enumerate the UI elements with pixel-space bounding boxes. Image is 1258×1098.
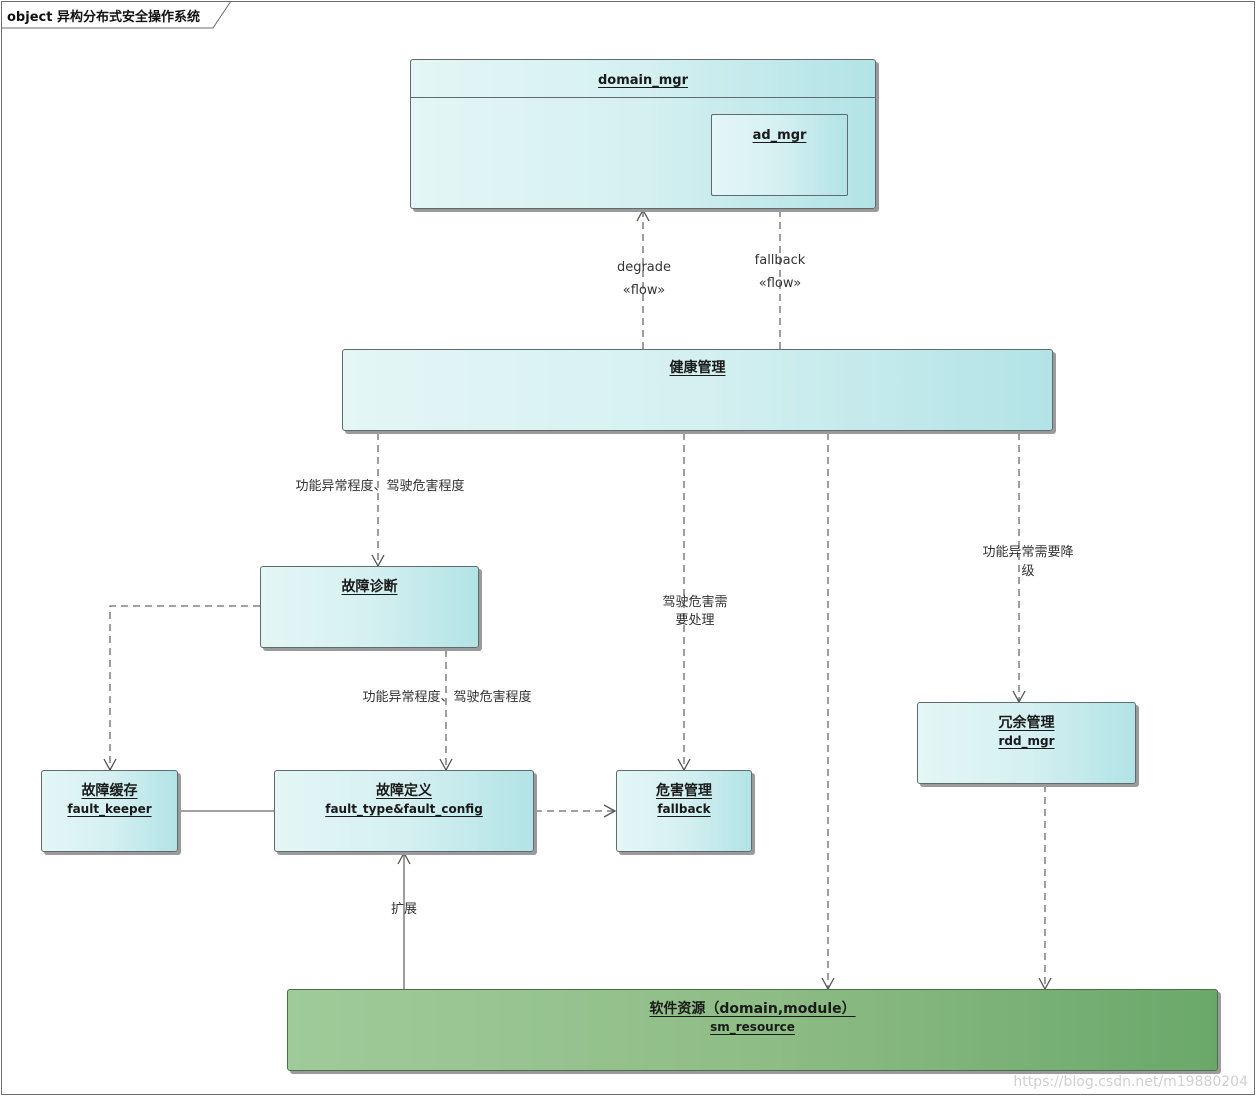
node-fault-definition[interactable]: 故障定义 fault_type&fault_config	[274, 770, 534, 852]
domain-mgr-title: domain_mgr	[597, 73, 689, 88]
node-hazard-management[interactable]: 危害管理 fallback	[616, 770, 752, 852]
edge-label-fallback: fallback	[754, 253, 806, 268]
health-management-title: 健康管理	[669, 360, 726, 376]
hazard-management-subtitle: fallback	[657, 802, 711, 816]
edge-label-degrade: degrade	[616, 260, 672, 275]
ad-mgr-title: ad_mgr	[752, 128, 807, 143]
node-software-resource[interactable]: 软件资源（domain,module） sm_resource	[287, 989, 1218, 1071]
edge-label-health-diagnosis: 功能异常程度、驾驶危害程度	[295, 479, 465, 494]
node-fault-keeper[interactable]: 故障缓存 fault_keeper	[41, 770, 178, 852]
watermark: https://blog.csdn.net/m19880204	[1013, 1074, 1248, 1090]
edge-label-health-redundancy-line2: 级	[1021, 564, 1035, 579]
edge-label-health-hazard-line2: 要处理	[675, 613, 715, 628]
node-domain-mgr[interactable]: domain_mgr ad_mgr	[410, 59, 876, 209]
fault-definition-title: 故障定义	[376, 783, 432, 799]
frame-title: object 异构分布式安全操作系统	[7, 10, 200, 25]
frame-tab-shape	[1, 1, 232, 29]
edge-label-health-redundancy-line1: 功能异常需要降	[982, 545, 1074, 560]
edge-label-resource-definition: 扩展	[390, 902, 417, 917]
edge-diagnosis-keeper[interactable]	[103, 605, 260, 772]
redundancy-management-title: 冗余管理	[998, 715, 1055, 731]
software-resource-title: 软件资源（domain,module）	[649, 1001, 856, 1017]
software-resource-subtitle: sm_resource	[710, 1020, 795, 1034]
edge-label-diagnosis-definition: 功能异常程度、驾驶危害程度	[362, 690, 532, 705]
fault-diagnosis-title: 故障诊断	[341, 579, 398, 595]
node-ad-mgr[interactable]: ad_mgr	[711, 114, 848, 196]
edge-stereotype-degrade: «flow»	[622, 283, 666, 298]
edge-label-health-hazard-line1: 驾驶危害需	[662, 595, 728, 610]
redundancy-management-subtitle: rdd_mgr	[998, 734, 1055, 748]
node-fault-diagnosis[interactable]: 故障诊断	[260, 566, 479, 648]
fault-keeper-title: 故障缓存	[81, 783, 138, 799]
fault-definition-subtitle: fault_type&fault_config	[325, 802, 483, 816]
node-redundancy-management[interactable]: 冗余管理 rdd_mgr	[917, 702, 1136, 784]
edge-stereotype-fallback: «flow»	[758, 276, 802, 291]
node-health-management[interactable]: 健康管理	[342, 349, 1053, 431]
hazard-management-title: 危害管理	[656, 783, 712, 799]
domain-mgr-divider	[411, 97, 875, 98]
fault-keeper-subtitle: fault_keeper	[67, 802, 152, 816]
